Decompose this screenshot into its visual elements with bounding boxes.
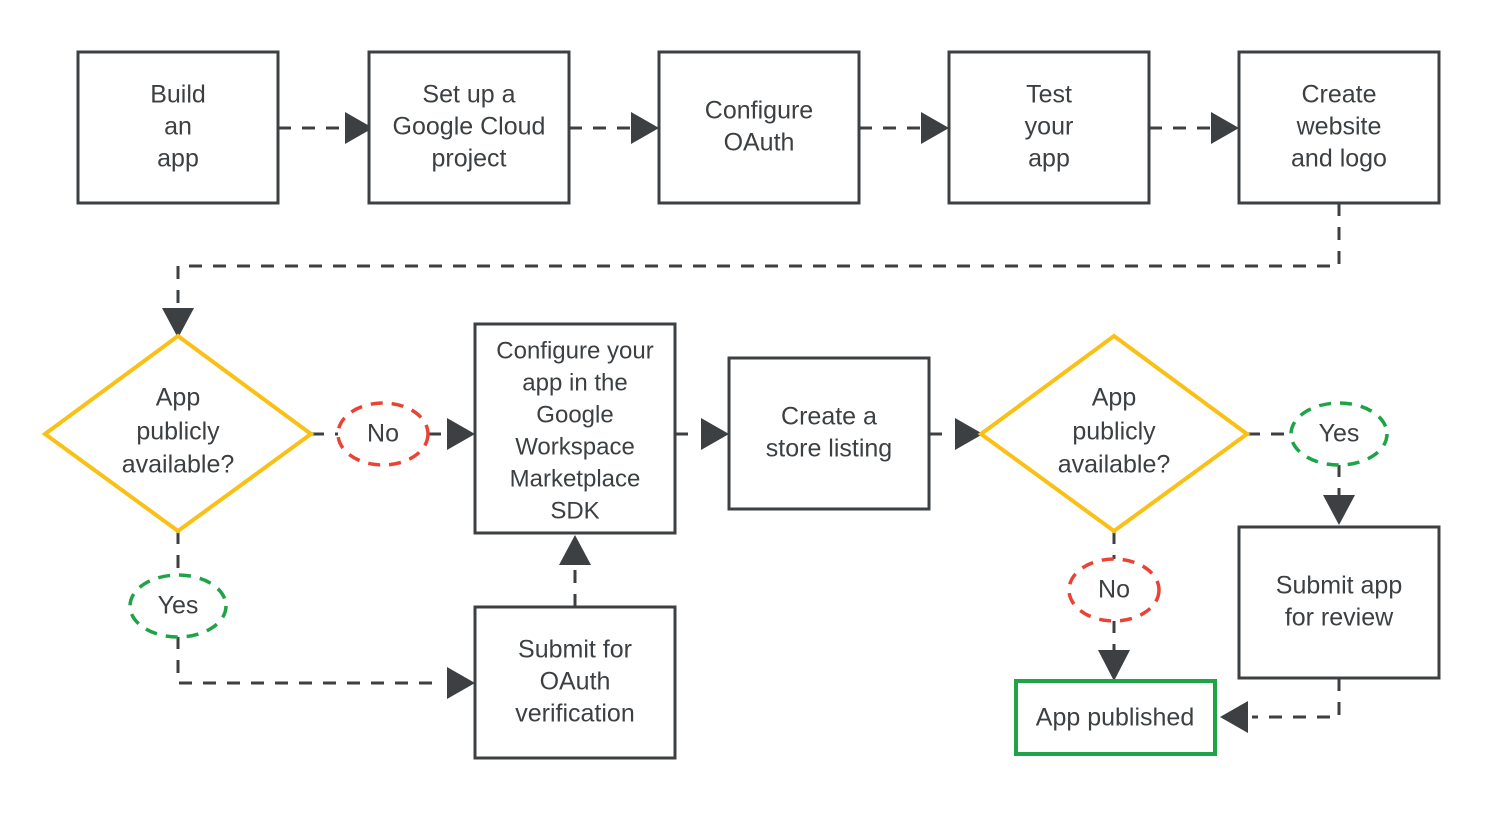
node-configure-app-sdk-line-5: SDK: [550, 497, 599, 524]
edge-label-no-2-text: No: [1098, 576, 1130, 604]
edge-label-yes-2-ellipse: [1289, 401, 1389, 467]
node-create-website-logo-line-1: website: [1296, 113, 1382, 141]
node-configure-oauth-line-1: OAuth: [724, 129, 795, 157]
connector-review-to-published: [1252, 678, 1341, 719]
node-submit-app-review[interactable]: Submit app for review: [1237, 525, 1441, 680]
node-set-up-gcp-project-line-2: project: [431, 145, 506, 173]
edge-label-yes-2: Yes: [1289, 401, 1389, 467]
node-app-published[interactable]: App published: [1014, 679, 1217, 756]
node-configure-app-sdk-line-3: Workspace: [515, 433, 635, 460]
node-submit-oauth-verification-line-2: verification: [515, 700, 635, 728]
edge-label-yes-1-text: Yes: [158, 592, 199, 620]
node-decision-public-1[interactable]: App publicly available?: [41, 333, 315, 534]
node-configure-app-sdk-line-1: app in the: [522, 369, 627, 396]
node-test-your-app-shape: [947, 50, 1151, 205]
node-build-an-app[interactable]: Build an app: [76, 50, 280, 205]
node-configure-app-sdk[interactable]: Configure your app in the Google Workspa…: [473, 322, 677, 535]
node-decision-public-2[interactable]: App publicly available?: [977, 333, 1251, 534]
node-configure-app-sdk-shape: [473, 322, 677, 535]
node-test-your-app[interactable]: Test your app: [947, 50, 1151, 205]
edge-label-yes-1: Yes: [128, 573, 228, 639]
edge-label-no-2: No: [1067, 557, 1161, 623]
node-set-up-gcp-project-shape: [367, 50, 571, 205]
node-build-an-app-line-2: app: [157, 145, 199, 173]
edge-label-no-1: No: [336, 401, 430, 467]
node-build-an-app-line-1: an: [164, 113, 192, 141]
node-decision-public-1-shape: [41, 333, 315, 534]
node-configure-app-sdk-line-2: Google: [536, 401, 613, 428]
node-submit-oauth-verification[interactable]: Submit for OAuth verification: [473, 605, 677, 760]
node-build-an-app-line-0: Build: [150, 81, 206, 109]
node-create-store-listing-line-0: Create a: [781, 403, 877, 431]
node-create-website-logo-line-2: and logo: [1291, 145, 1387, 173]
arrowhead-website-to-decision1: [162, 308, 194, 338]
node-test-your-app-line-2: app: [1028, 145, 1070, 173]
arrowhead-listing-to-decision2: [955, 418, 983, 450]
node-set-up-gcp-project-line-1: Google Cloud: [393, 113, 546, 141]
node-decision-public-1-line-1: publicly: [136, 418, 220, 446]
arrowhead-gcp-to-oauth: [631, 112, 659, 144]
edge-label-no-1-text: No: [367, 420, 399, 448]
arrowhead-review-to-published: [1220, 701, 1248, 733]
edge-label-no-1-ellipse: [336, 401, 430, 467]
node-submit-app-review-shape: [1237, 525, 1441, 680]
node-decision-public-2-line-1: publicly: [1072, 418, 1156, 446]
arrowhead-oauth-to-test: [921, 112, 949, 144]
node-submit-app-review-line-1: for review: [1285, 604, 1394, 632]
node-configure-oauth-shape: [657, 50, 861, 205]
arrowhead-test-to-website: [1211, 112, 1239, 144]
node-decision-public-2-line-2: available?: [1058, 451, 1171, 479]
node-create-website-logo-line-0: Create: [1301, 81, 1376, 109]
node-configure-oauth-line-0: Configure: [705, 97, 813, 125]
node-test-your-app-line-0: Test: [1026, 81, 1072, 109]
node-create-website-logo[interactable]: Create website and logo: [1237, 50, 1441, 205]
node-create-store-listing-line-1: store listing: [766, 435, 892, 463]
node-submit-oauth-verification-shape: [473, 605, 677, 760]
node-submit-oauth-verification-line-1: OAuth: [540, 668, 611, 696]
node-app-published-line-0: App published: [1036, 704, 1194, 732]
node-create-store-listing[interactable]: Create a store listing: [727, 356, 931, 511]
node-submit-app-review-line-0: Submit app: [1276, 572, 1402, 600]
arrowhead-no-to-sdk: [447, 418, 475, 450]
arrowhead-yes-to-review: [1323, 495, 1355, 525]
node-build-an-app-shape: [76, 50, 280, 205]
arrowhead-no-to-published: [1098, 650, 1130, 681]
connector-yes-to-oauth-verify: [176, 636, 443, 685]
node-test-your-app-line-1: your: [1025, 113, 1074, 141]
node-submit-oauth-verification-line-0: Submit for: [518, 636, 632, 664]
arrowhead-build-to-gcp: [345, 112, 373, 144]
node-configure-oauth[interactable]: Configure OAuth: [657, 50, 861, 205]
node-decision-public-1-line-2: available?: [122, 451, 235, 479]
node-decision-public-2-line-0: App: [1092, 384, 1136, 412]
node-decision-public-1-line-0: App: [156, 384, 200, 412]
node-configure-app-sdk-line-0: Configure your: [496, 337, 653, 364]
node-set-up-gcp-project[interactable]: Set up a Google Cloud project: [367, 50, 571, 205]
node-create-store-listing-shape: [727, 356, 931, 511]
edge-label-yes-1-ellipse: [128, 573, 228, 639]
node-app-published-shape: [1014, 679, 1217, 756]
node-decision-public-2-shape: [977, 333, 1251, 534]
connector-layer: [162, 112, 1355, 733]
node-create-website-logo-shape: [1237, 50, 1441, 205]
edge-label-no-2-ellipse: [1067, 557, 1161, 623]
arrowhead-oauth-verify-to-sdk: [559, 535, 591, 565]
node-set-up-gcp-project-line-0: Set up a: [422, 81, 515, 109]
arrowhead-yes-to-oauth-verify: [447, 667, 475, 699]
edge-label-yes-2-text: Yes: [1319, 420, 1360, 448]
arrowhead-sdk-to-listing: [701, 418, 729, 450]
connector-website-to-decision1: [176, 203, 1341, 308]
node-configure-app-sdk-line-4: Marketplace: [510, 465, 641, 492]
